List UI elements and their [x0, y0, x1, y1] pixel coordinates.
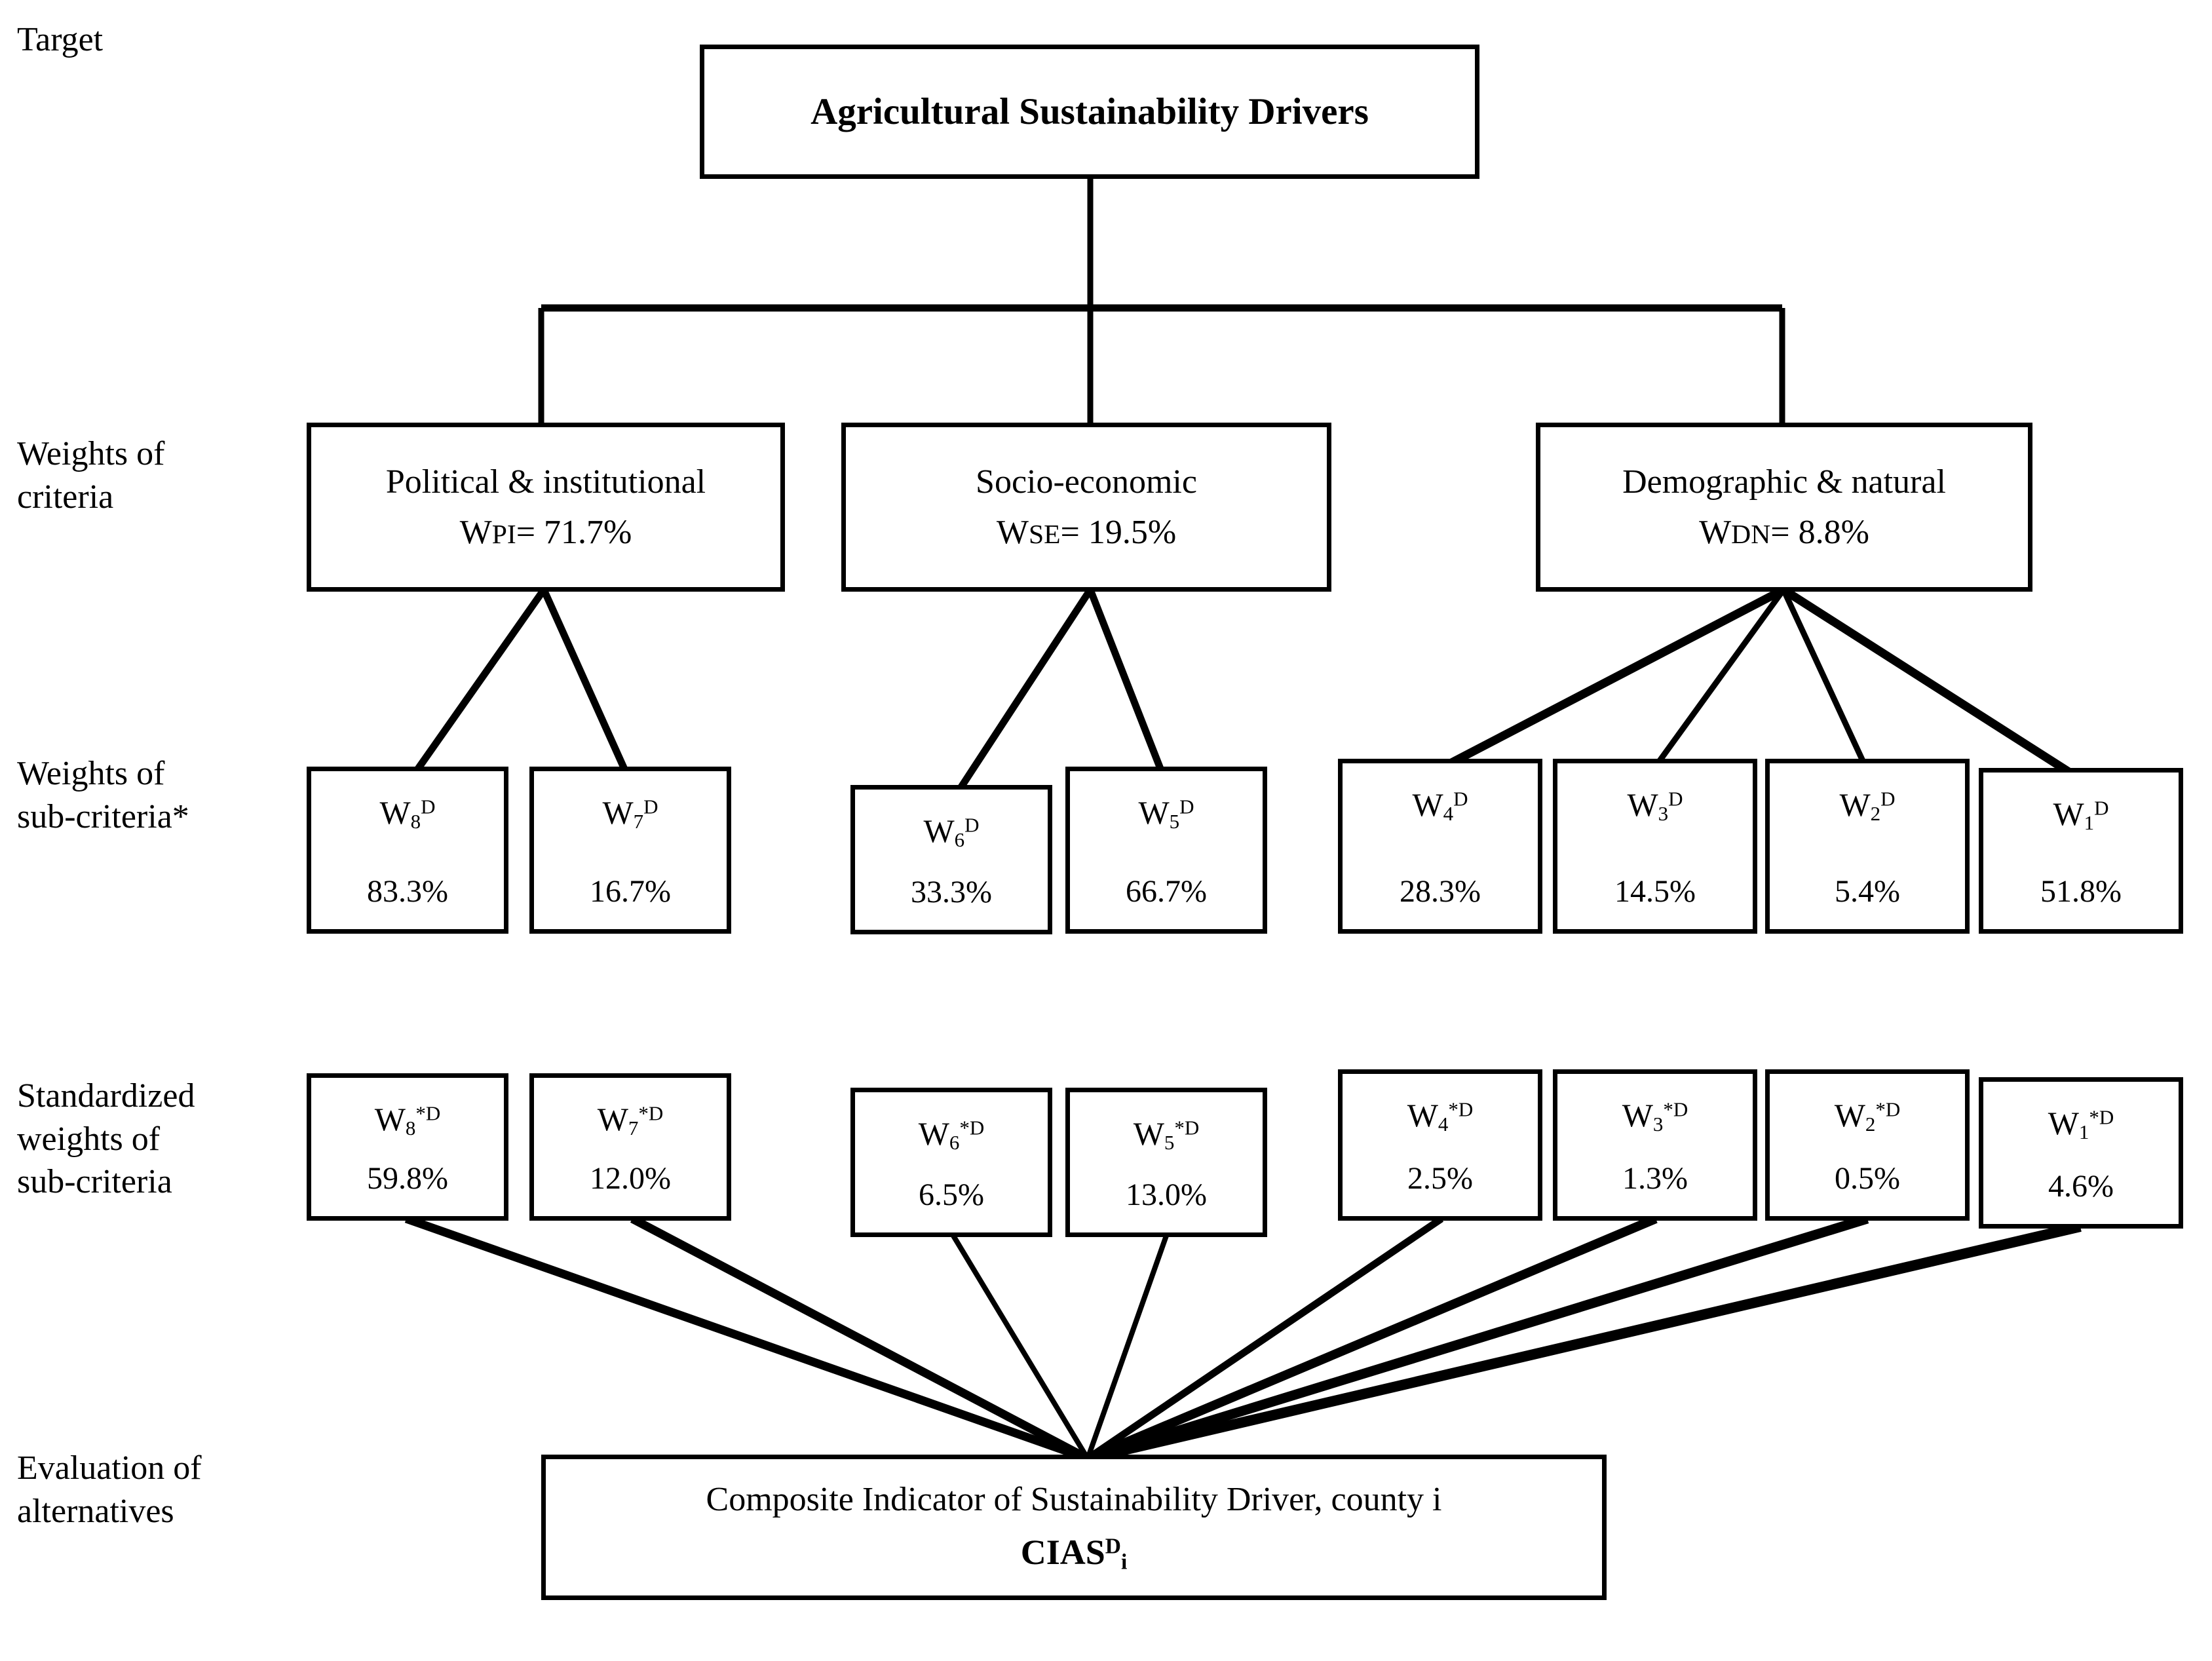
node-criterion-socio-economic[interactable]: Socio-economic WSE= 19.5%: [841, 423, 1331, 592]
standardized-symbol-w6: W6*D: [918, 1115, 985, 1154]
node-root-target[interactable]: Agricultural Sustainability Drivers: [700, 45, 1479, 179]
wire-pi-w7: [540, 588, 635, 786]
sub-criterion-symbol-w8: W8D: [379, 794, 436, 833]
sub-criterion-value-w5: 66.7%: [1126, 874, 1207, 909]
standardized-value-w4: 2.5%: [1407, 1161, 1473, 1196]
sub-criterion-symbol-w3: W3D: [1627, 786, 1683, 825]
wire-w5s-result: [1085, 1234, 1169, 1460]
wire-w7s-result: [630, 1215, 1090, 1462]
sub-criterion-symbol-w4: W4D: [1412, 786, 1468, 825]
criterion-weight-value-political-institutional: 71.7%: [544, 514, 632, 551]
wire-dn-w2: [1780, 588, 1869, 769]
wire-w1s-result: [1086, 1221, 2082, 1464]
result-symbol: CIASDi: [1020, 1532, 1128, 1575]
standardized-value-w8: 59.8%: [367, 1161, 448, 1196]
wire-se-w6: [948, 587, 1094, 805]
sub-criterion-symbol-w6: W6D: [923, 812, 980, 851]
wire-se-w5: [1086, 588, 1170, 786]
node-standardized-w2[interactable]: W2*D 0.5%: [1765, 1069, 1970, 1221]
sub-criterion-symbol-w2: W2D: [1839, 786, 1896, 825]
sub-criterion-symbol-w1: W1D: [2053, 795, 2109, 834]
sub-criterion-value-w3: 14.5%: [1614, 874, 1696, 909]
standardized-value-w5: 13.0%: [1126, 1177, 1207, 1212]
sub-criterion-value-w4: 28.3%: [1400, 874, 1481, 909]
sub-criterion-value-w2: 5.4%: [1835, 874, 1900, 909]
wire-w6s-result: [951, 1234, 1090, 1461]
standardized-symbol-w7: W7*D: [597, 1101, 664, 1139]
criterion-weight-value-socio-economic: 19.5%: [1088, 514, 1177, 551]
sub-criterion-value-w6: 33.3%: [911, 875, 992, 909]
node-sub-criterion-w6[interactable]: W6D 33.3%: [850, 785, 1052, 934]
standardized-value-w3: 1.3%: [1622, 1161, 1688, 1196]
criterion-weight-political-institutional: WPI= 71.7%: [459, 514, 632, 551]
standardized-value-w7: 12.0%: [590, 1161, 671, 1196]
sub-criterion-value-w8: 83.3%: [367, 874, 448, 909]
node-standardized-w6[interactable]: W6*D 6.5%: [850, 1088, 1052, 1237]
result-description: Composite Indicator of Sustainability Dr…: [706, 1480, 1442, 1518]
criterion-weight-socio-economic: WSE= 19.5%: [996, 514, 1177, 551]
sub-criterion-symbol-w7: W7D: [602, 794, 658, 833]
node-standardized-w8[interactable]: W8*D 59.8%: [307, 1073, 508, 1221]
node-standardized-w3[interactable]: W3*D 1.3%: [1553, 1069, 1757, 1221]
node-standardized-w4[interactable]: W4*D 2.5%: [1338, 1069, 1542, 1221]
standardized-symbol-w1: W1*D: [2048, 1105, 2114, 1143]
node-criterion-political-institutional[interactable]: Political & institutional WPI= 71.7%: [307, 423, 785, 592]
row-label-target: Target: [17, 21, 104, 58]
node-sub-criterion-w7[interactable]: W7D 16.7%: [529, 767, 731, 934]
node-sub-criterion-w8[interactable]: W8D 83.3%: [307, 767, 508, 934]
node-sub-criterion-w5[interactable]: W5D 66.7%: [1065, 767, 1267, 934]
standardized-symbol-w4: W4*D: [1407, 1097, 1474, 1136]
node-sub-criterion-w2[interactable]: W2D 5.4%: [1765, 759, 1970, 934]
standardized-symbol-w3: W3*D: [1622, 1097, 1688, 1136]
criterion-name-political-institutional: Political & institutional: [385, 463, 706, 501]
sub-criterion-value-w1: 51.8%: [2040, 874, 2122, 909]
row-label-standardized-weights: Standardized weights of sub-criteria: [17, 1077, 195, 1201]
wire-w8s-result: [404, 1214, 1090, 1463]
wire-dn-w4: [1439, 586, 1786, 772]
node-sub-criterion-w3[interactable]: W3D 14.5%: [1553, 759, 1757, 934]
node-standardized-w1[interactable]: W1*D 4.6%: [1979, 1077, 2183, 1229]
criterion-name-demographic-natural: Demographic & natural: [1622, 463, 1946, 501]
wire-dn-w1: [1781, 586, 2080, 781]
wire-dn-w3: [1652, 588, 1786, 770]
standardized-value-w1: 4.6%: [2048, 1169, 2114, 1204]
standardized-symbol-w5: W5*D: [1133, 1115, 1200, 1154]
standardized-value-w6: 6.5%: [919, 1177, 984, 1212]
sub-criterion-value-w7: 16.7%: [590, 874, 671, 909]
sub-criterion-symbol-w5: W5D: [1138, 794, 1194, 833]
node-criterion-demographic-natural[interactable]: Demographic & natural WDN= 8.8%: [1536, 423, 2032, 592]
criterion-weight-demographic-natural: WDN= 8.8%: [1699, 514, 1869, 551]
criterion-name-socio-economic: Socio-economic: [976, 463, 1197, 501]
node-standardized-w7[interactable]: W7*D 12.0%: [529, 1073, 731, 1221]
row-label-weights-of-criteria: Weights of criteria: [17, 435, 165, 516]
standardized-value-w2: 0.5%: [1835, 1161, 1900, 1196]
criterion-weight-value-demographic-natural: 8.8%: [1798, 514, 1869, 551]
wire-w2s-result: [1086, 1213, 1869, 1464]
node-result-composite-indicator[interactable]: Composite Indicator of Sustainability Dr…: [541, 1455, 1607, 1600]
node-sub-criterion-w1[interactable]: W1D 51.8%: [1979, 768, 2183, 934]
node-sub-criterion-w4[interactable]: W4D 28.3%: [1338, 759, 1542, 934]
wire-w3s-result: [1086, 1214, 1658, 1463]
node-standardized-w5[interactable]: W5*D 13.0%: [1065, 1088, 1267, 1237]
row-label-evaluation-of-alternatives: Evaluation of alternatives: [17, 1449, 202, 1530]
wire-w4s-result: [1085, 1215, 1444, 1462]
standardized-symbol-w2: W2*D: [1834, 1097, 1901, 1136]
wire-pi-w8: [404, 587, 547, 786]
root-label: Agricultural Sustainability Drivers: [810, 91, 1369, 132]
row-label-weights-of-sub-criteria: Weights of sub-criteria*: [17, 755, 189, 835]
standardized-symbol-w8: W8*D: [374, 1101, 441, 1139]
